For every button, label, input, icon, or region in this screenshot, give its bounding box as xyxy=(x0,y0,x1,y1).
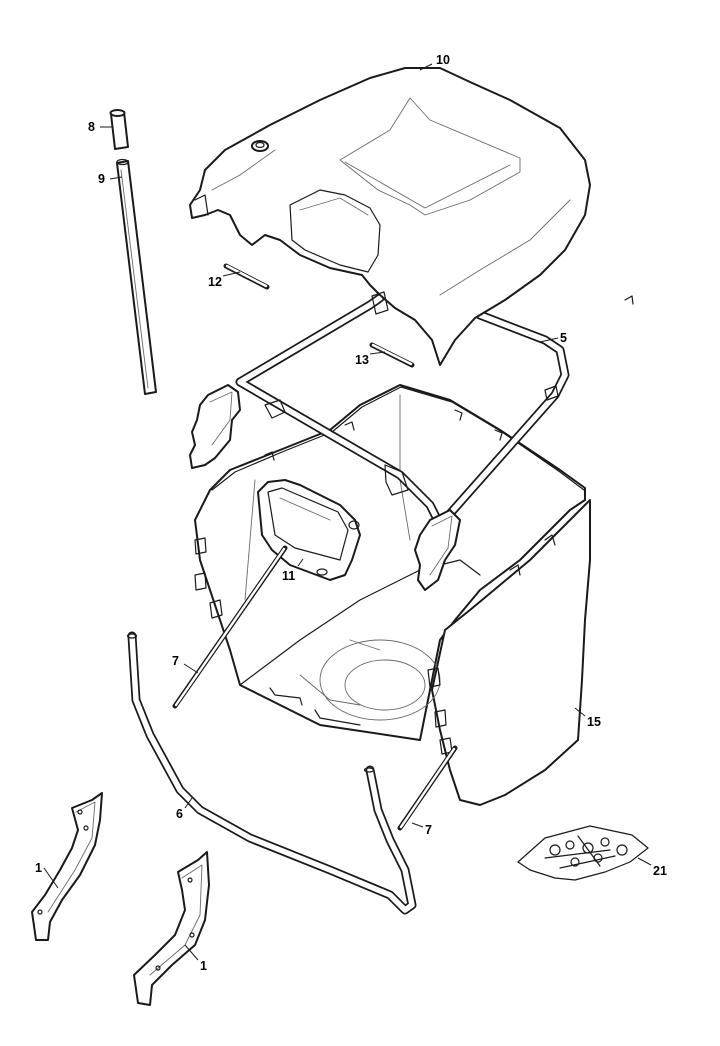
callout-1-upper: 1 xyxy=(35,861,42,875)
part-6-lower-frame xyxy=(126,631,417,915)
callout-15: 15 xyxy=(587,715,601,729)
callout-21: 21 xyxy=(653,864,667,878)
part-7-support-rod-right xyxy=(397,745,458,831)
part-5-upper-frame xyxy=(189,293,570,591)
part-8-grip-cap xyxy=(109,109,129,150)
part-1-bracket-lower xyxy=(133,851,210,1006)
callout-6: 6 xyxy=(176,807,183,821)
part-1-bracket-upper xyxy=(31,792,103,941)
callout-11: 11 xyxy=(282,569,295,583)
part-12-pin xyxy=(223,263,270,290)
callout-7-right: 7 xyxy=(425,823,432,837)
callout-5: 5 xyxy=(560,331,567,345)
part-10-grass-bag-lid xyxy=(189,67,634,366)
callout-7-left: 7 xyxy=(172,654,179,668)
callout-10: 10 xyxy=(436,53,450,67)
callout-leaders xyxy=(43,63,652,961)
callout-1-lower: 1 xyxy=(200,959,207,973)
callout-13: 13 xyxy=(355,353,369,367)
part-11-level-indicator xyxy=(257,479,361,581)
callout-labels: 10 8 9 12 5 13 11 7 15 6 7 21 1 1 xyxy=(35,53,667,973)
part-9-handle-tube xyxy=(116,158,157,395)
part-13-pin xyxy=(369,342,415,368)
callout-12: 12 xyxy=(208,275,222,289)
callout-9: 9 xyxy=(98,172,105,186)
part-7-support-rod-left xyxy=(172,545,288,709)
part-21-hardware-kit xyxy=(517,825,649,881)
callout-8: 8 xyxy=(88,120,95,134)
